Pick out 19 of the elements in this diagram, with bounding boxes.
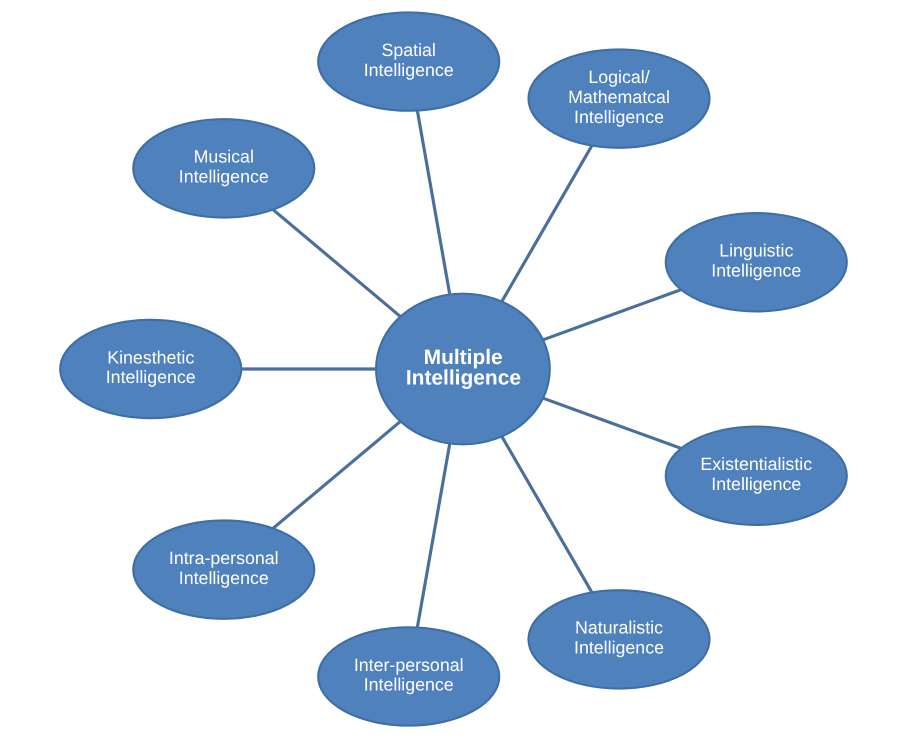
node-ellipse: Multiple Intelligence [375, 292, 551, 446]
node-ellipse: Musical Intelligence [132, 118, 316, 219]
node-ellipse: Linguistic Intelligence [664, 212, 848, 312]
node-ellipse: Naturalistic Intelligence [527, 589, 711, 690]
node-ellipse: Intra-personal Intelligence [132, 519, 316, 620]
connector [500, 145, 594, 302]
connector [272, 420, 402, 530]
connector [416, 110, 452, 294]
connector [241, 367, 376, 371]
node-ellipse: Inter-personal Intelligence [317, 626, 500, 727]
node-ellipse: Kinesthetic Intelligence [59, 318, 242, 420]
connector [272, 208, 402, 318]
connector [542, 396, 682, 450]
connector [416, 444, 452, 628]
connector [500, 436, 594, 593]
node-ellipse: Existentialistic Intelligence [664, 426, 848, 526]
node-ellipse: Spatial Intelligence [317, 11, 500, 112]
node-ellipse: Logical/ Mathematcal Intelligence [527, 48, 711, 149]
connector [542, 288, 682, 342]
